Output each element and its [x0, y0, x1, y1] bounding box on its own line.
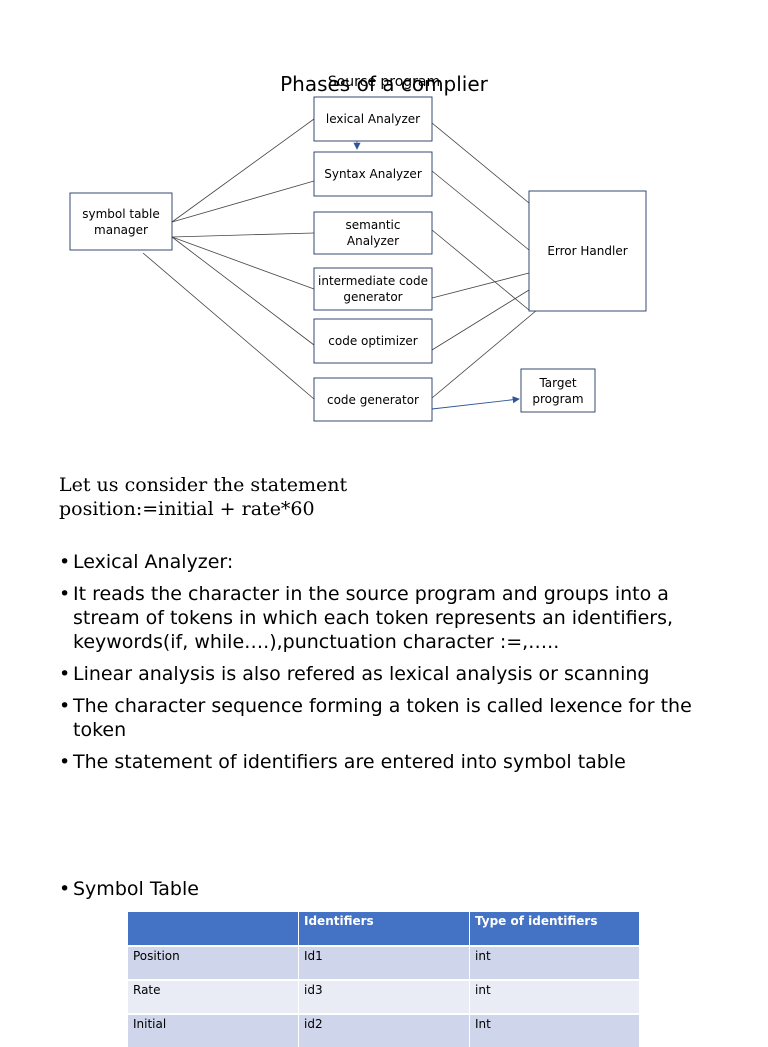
table-cell: Id1	[298, 945, 470, 980]
symbol-table-heading-list: •Symbol Table	[59, 877, 719, 909]
code-generator-box	[313, 377, 433, 422]
table-cell: Position	[128, 945, 299, 980]
code-generator-label: code generator	[326, 392, 419, 407]
table-header-cell	[128, 912, 299, 946]
list-item: •Linear analysis is also refered as lexi…	[59, 662, 719, 686]
output-arrow	[431, 396, 520, 410]
compiler-phases-diagram	[69, 96, 647, 422]
symbol-table-manager-label: symbol table manager	[82, 206, 160, 237]
list-item: •The statement of identifiers are entere…	[59, 750, 719, 774]
intermediate-code-generator-label: intermediate code generator	[318, 274, 428, 304]
table-cell: int	[469, 945, 640, 980]
bullet-text: It reads the character in the source pro…	[73, 583, 674, 653]
symbol-table-manager-box	[69, 192, 173, 251]
error-handler-label: Error Handler	[547, 244, 628, 258]
code-optimizer-box	[313, 318, 433, 364]
table-row: Rate id3 int	[128, 979, 640, 1014]
table-header-cell: Identifiers	[298, 912, 470, 946]
syntax-analyzer-label: Syntax Analyzer	[324, 167, 422, 181]
list-item: •Symbol Table	[59, 877, 719, 901]
symbol-table-heading: Symbol Table	[73, 878, 199, 900]
list-item: •Lexical Analyzer:	[59, 550, 719, 574]
bullet-text: The character sequence forming a token i…	[73, 695, 692, 741]
target-program-box	[520, 368, 596, 413]
table-cell: Rate	[128, 979, 299, 1014]
table-header-row: Identifiers Type of identifiers	[128, 912, 640, 946]
table-cell: id2	[298, 1013, 470, 1047]
connector-lines	[142, 118, 538, 400]
diagram-title: Phases of a complier	[280, 72, 488, 96]
error-handler-box	[528, 190, 647, 312]
table-cell: Initial	[128, 1013, 299, 1047]
table-cell: int	[469, 979, 640, 1014]
syntax-analyzer-box	[313, 151, 433, 197]
lexical-analyzer-label: lexical Analyzer	[325, 112, 421, 126]
bullet-list: •Lexical Analyzer: •It reads the charact…	[59, 550, 719, 782]
intro-line-1: Let us consider the statement	[59, 474, 348, 496]
bullet-text: Linear analysis is also refered as lexic…	[73, 663, 650, 685]
symbol-table: Identifiers Type of identifiers Position…	[128, 912, 640, 1047]
bullet-text: The statement of identifiers are entered…	[73, 751, 626, 773]
target-program-label: Target program	[532, 375, 584, 406]
semantic-analyzer-label: semantic Analyzer	[345, 218, 401, 248]
semantic-analyzer-box	[313, 211, 433, 255]
code-optimizer-label: code optimizer	[328, 334, 418, 348]
list-item: •The character sequence forming a token …	[59, 694, 719, 742]
bullet-text: Lexical Analyzer:	[73, 551, 234, 573]
source-program-label: Source program	[327, 74, 441, 90]
table-cell: id3	[298, 979, 470, 1014]
lexical-analyzer-box	[313, 96, 433, 142]
table-row: Initial id2 Int	[128, 1013, 640, 1047]
list-item: •It reads the character in the source pr…	[59, 582, 719, 654]
table-cell: Int	[469, 1013, 640, 1047]
table-row: Position Id1 int	[128, 945, 640, 980]
intro-line-2: position:=initial + rate*60	[59, 498, 315, 520]
intermediate-code-generator-box	[313, 267, 433, 311]
table-header-cell: Type of identifiers	[469, 912, 640, 946]
